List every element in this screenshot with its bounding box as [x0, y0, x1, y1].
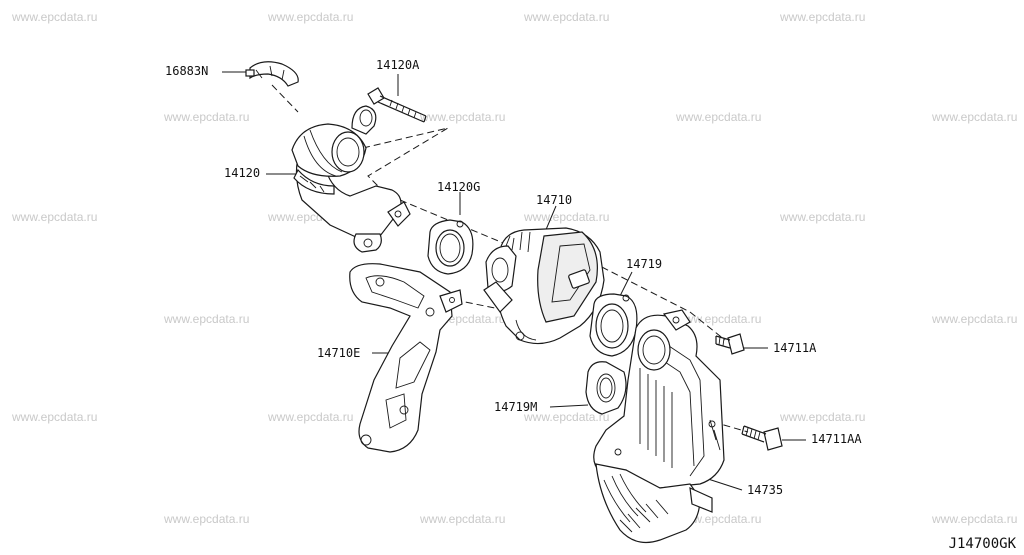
label-16883N: 16883N	[165, 64, 209, 78]
label-14120A: 14120A	[376, 58, 420, 72]
label-14719: 14719	[626, 257, 663, 271]
label-14710: 14710	[536, 193, 573, 207]
part-14711A-bolt	[715, 333, 745, 355]
part-14710E-bracket	[349, 263, 463, 453]
watermark: www.epcdata.ru	[780, 410, 866, 424]
part-14719M-gasket	[585, 361, 627, 415]
watermark: www.epcdata.ru	[164, 110, 250, 124]
watermark: www.epcdata.ru	[12, 210, 98, 224]
part-14711AA-bolt	[741, 425, 783, 451]
watermark: www.epcdata.ru	[780, 210, 866, 224]
watermark: www.epcdata.ru	[780, 10, 866, 24]
watermark: www.epcdata.ru	[268, 410, 354, 424]
part-14120G-gasket	[427, 219, 474, 275]
watermark: www.epcdata.ru	[524, 210, 610, 224]
watermark: www.epcdata.ru	[268, 10, 354, 24]
diagram-code: J14700GK	[948, 536, 1016, 552]
label-14719M: 14719M	[494, 400, 538, 414]
watermark: www.epcdata.ru	[524, 10, 610, 24]
part-14120A-bolt	[367, 87, 427, 123]
watermark: www.epcdata.ru	[676, 110, 762, 124]
watermark: www.epcdata.ru	[932, 312, 1018, 326]
part-14719-gasket	[589, 293, 638, 357]
watermark: www.epcdata.ru	[932, 110, 1018, 124]
watermark: www.epcdata.ru	[164, 512, 250, 526]
watermark: www.epcdata.ru	[420, 512, 506, 526]
watermark: www.epcdata.ru	[676, 312, 762, 326]
watermark: www.epcdata.ru	[164, 312, 250, 326]
label-14735: 14735	[747, 483, 784, 497]
watermark: www.epcdata.ru	[12, 410, 98, 424]
part-14120-egr-tube	[291, 105, 411, 253]
label-14711AA: 14711AA	[811, 432, 862, 446]
watermark: www.epcdata.ru	[420, 110, 506, 124]
label-14120G: 14120G	[437, 180, 481, 194]
part-16883N-clamp	[245, 61, 299, 87]
label-14710E: 14710E	[317, 346, 361, 360]
part-14735-egr-cooler	[593, 309, 725, 543]
watermark: www.epcdata.ru	[12, 10, 98, 24]
watermark: www.epcdata.ru	[524, 410, 610, 424]
label-14120: 14120	[224, 166, 261, 180]
label-14711A: 14711A	[773, 341, 817, 355]
watermark: www.epcdata.ru	[932, 512, 1018, 526]
part-14710-egr-valve	[483, 227, 605, 345]
